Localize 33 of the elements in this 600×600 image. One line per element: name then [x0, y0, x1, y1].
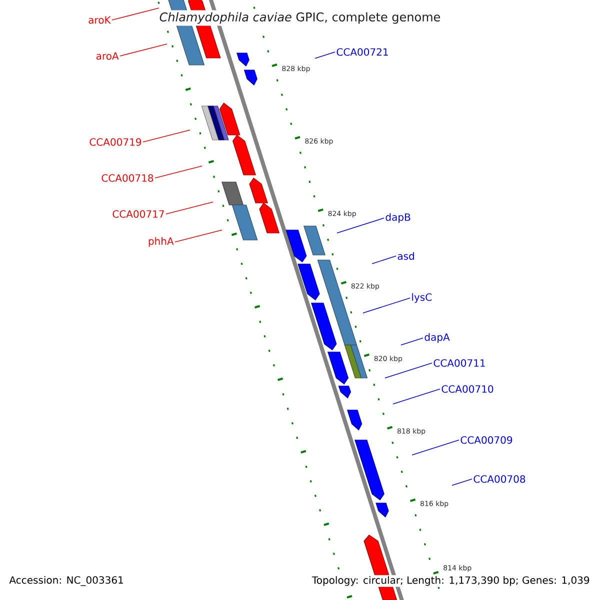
title: Chlamydophila caviae GPIC, complete genome — [157, 10, 443, 26]
leader-line — [384, 362, 432, 378]
leader-line — [372, 256, 396, 264]
leader-line — [452, 478, 472, 486]
leader-line — [314, 52, 336, 59]
gene-label: CCA00721 — [336, 48, 388, 56]
gene-label: aroA — [96, 52, 119, 60]
gene-label: dapA — [424, 333, 450, 343]
gene-label: asd — [398, 252, 414, 260]
gene-label: lysC — [412, 293, 432, 303]
leader-line — [412, 440, 460, 456]
leader-line — [174, 230, 222, 242]
gene-label: CCA00718 — [102, 174, 154, 182]
gene-label: CCA00719 — [90, 138, 142, 146]
gene-label: CCA00711 — [434, 359, 485, 367]
gene-label: CCA00709 — [460, 436, 512, 444]
gene-label: dapB — [386, 213, 410, 223]
gene-label: CCA00717 — [112, 210, 164, 218]
leader-line — [142, 130, 190, 142]
leader-line — [112, 8, 160, 20]
accession-text: Accession: NC_003361 — [8, 575, 125, 587]
gene-label: CCA00710 — [442, 385, 494, 393]
leader-line — [362, 298, 410, 314]
leader-line — [400, 338, 424, 346]
leader-line — [336, 218, 384, 234]
summary-text: Topology: circular; Length: 1,173,390 bp; Genes: 1,039 — [310, 575, 591, 587]
leader-line — [166, 202, 214, 214]
gene-label: phhA — [148, 237, 174, 247]
gene-label: CCA00708 — [474, 475, 526, 483]
gene-label: aroK — [88, 16, 112, 24]
leader-line — [120, 44, 168, 56]
leader-line — [392, 388, 440, 404]
leader-line — [154, 166, 202, 178]
